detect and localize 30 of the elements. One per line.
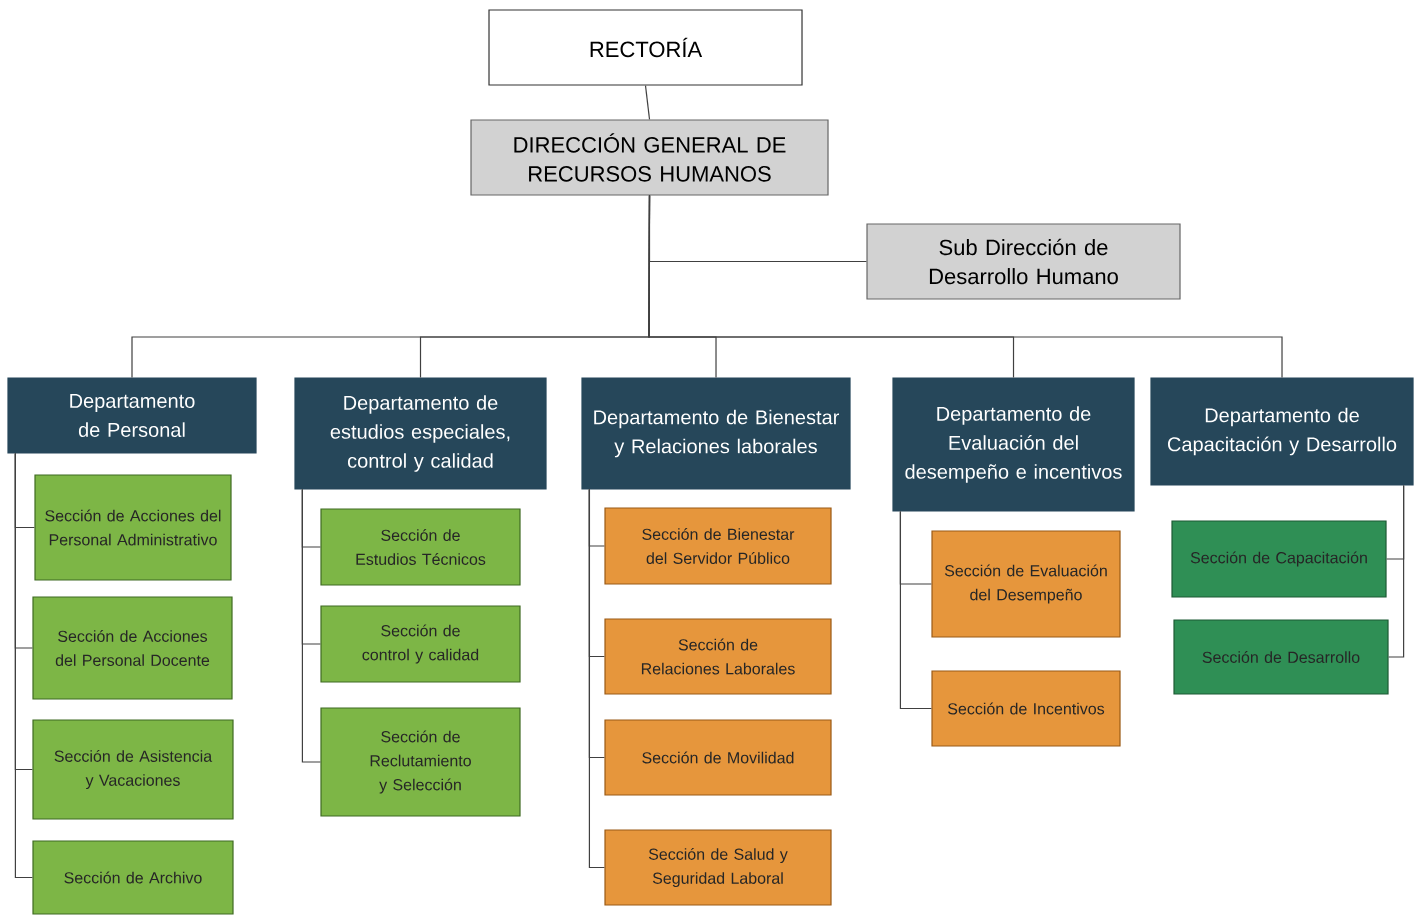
section-box: Sección de Archivo	[32, 840, 234, 915]
section-box: Sección de Bienestar del Servidor Público	[604, 507, 832, 585]
section-box: Sección de Evaluación del Desempeño	[931, 530, 1121, 638]
department-box: Departamento de estudios especiales, control y calidad	[294, 377, 547, 490]
section-box: Sección de control y calidad	[320, 605, 521, 683]
section-box: Sección de Acciones del Personal Administrativo	[34, 474, 232, 581]
connector-line	[1388, 485, 1405, 658]
subdirection-box: Sub Dirección de Desarrollo Humano	[866, 223, 1181, 300]
section-box: Sección de Incentivos	[931, 670, 1121, 747]
connector-line	[14, 453, 33, 879]
section-box: Sección de Acciones del Personal Docente	[32, 596, 233, 700]
rector-box: RECTORÍA	[488, 9, 803, 86]
section-box: Sección de Salud y Seguridad Laboral	[604, 829, 832, 906]
direction-box: DIRECCIÓN GENERAL DE RECURSOS HUMANOS	[470, 119, 829, 196]
section-box: Sección de Relaciones Laborales	[604, 618, 832, 695]
connector-line	[899, 511, 932, 710]
section-box: Sección de Capacitación	[1171, 520, 1387, 598]
connector-line	[588, 489, 605, 869]
department-box: Departamento de Personal	[7, 377, 257, 454]
section-box: Sección de Desarrollo	[1173, 619, 1389, 695]
section-box: Sección de Asistencia y Vacaciones	[32, 719, 234, 820]
department-box: Departamento de Evaluación del desempeño e incentivos	[892, 377, 1135, 512]
department-box: Departamento de Bienestar y Relaciones laborales	[581, 377, 851, 490]
department-box: Departamento de Capacitación y Desarrollo	[1150, 377, 1414, 486]
connector-line	[648, 195, 1283, 378]
section-box: Sección de Estudios Técnicos	[320, 508, 521, 586]
connector-line	[301, 489, 321, 763]
section-box: Sección de Reclutamiento y Selección	[320, 707, 521, 817]
connector-line	[644, 85, 651, 120]
section-box: Sección de Movilidad	[604, 719, 832, 796]
